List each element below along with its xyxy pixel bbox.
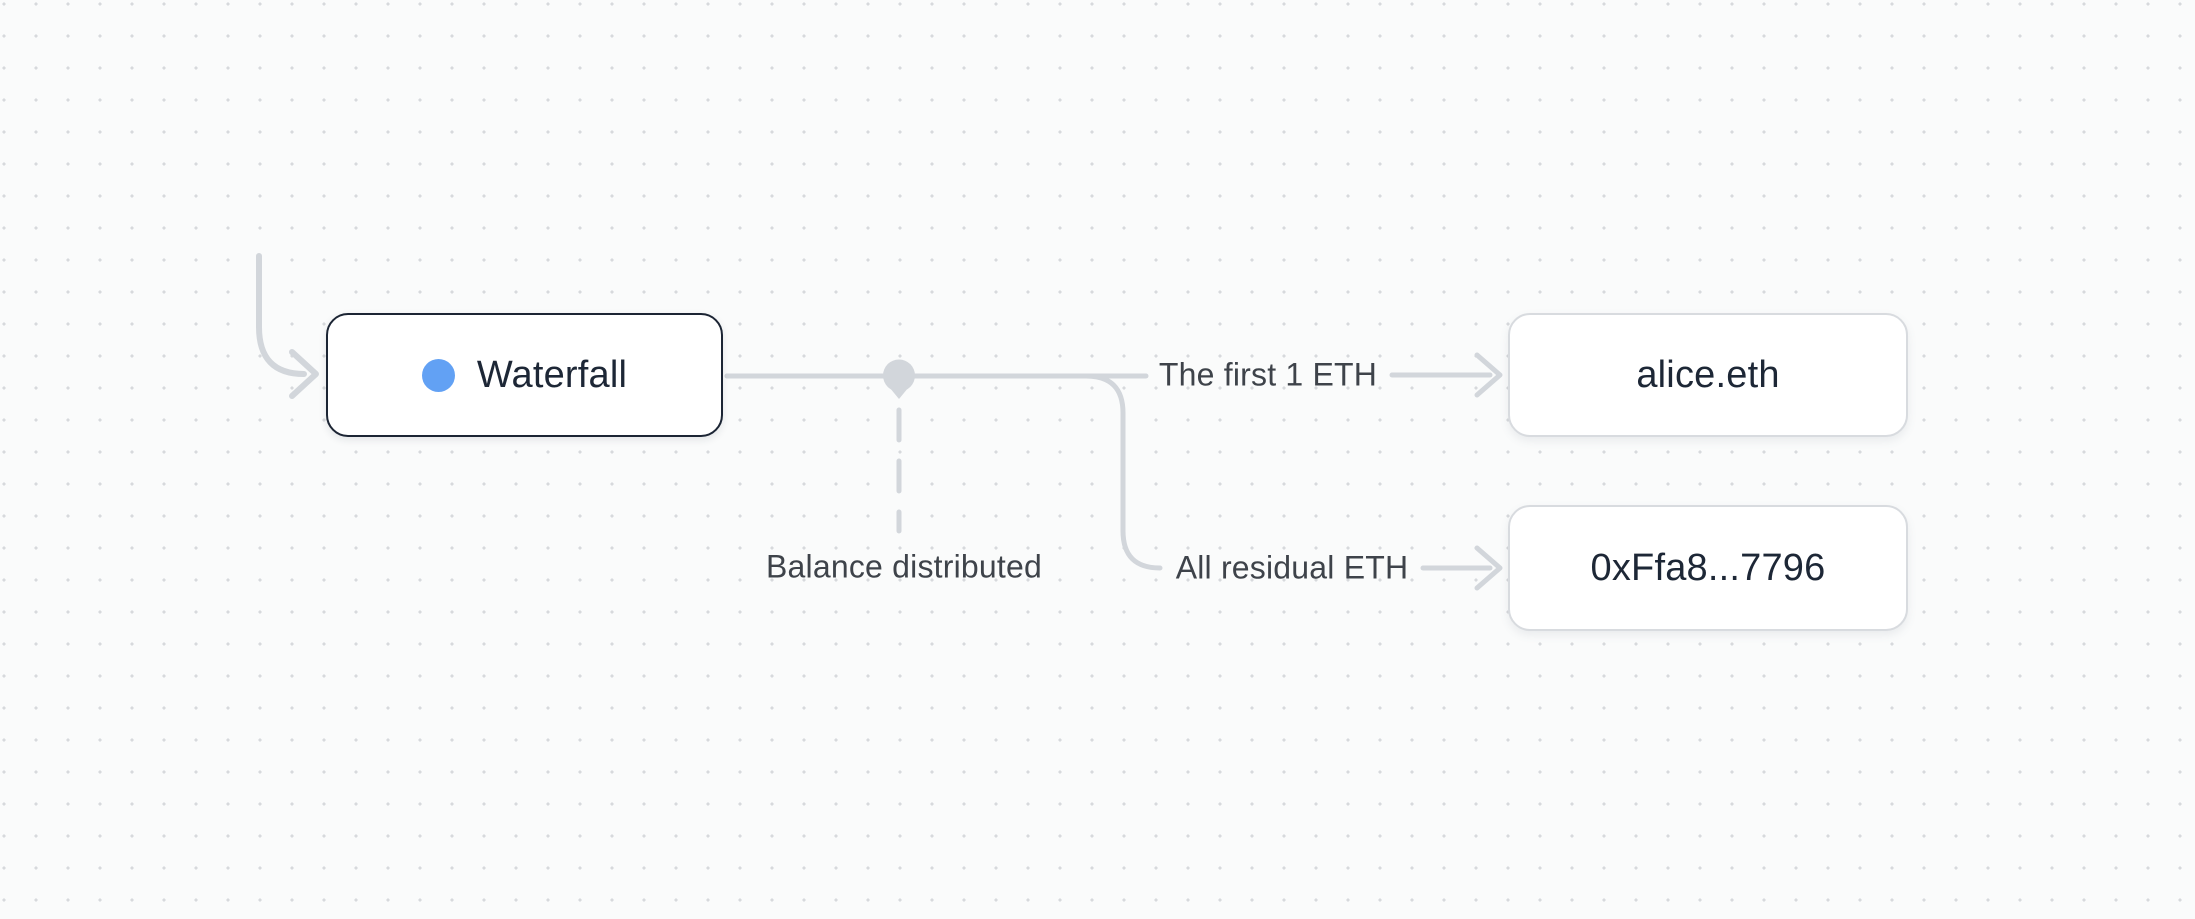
edge-bottom-line [727,376,1160,568]
incoming-edge-arrowhead-icon [292,352,316,396]
residual-address-node-label: 0xFfa8...7796 [1590,546,1826,589]
edge-label-residual-eth: All residual ETH [1175,549,1409,586]
alice-node-label: alice.eth [1636,353,1780,396]
edge-bottom-arrowhead-icon [1477,548,1500,588]
blue-dot-icon [421,358,455,392]
junction-droplet-icon [883,359,915,399]
edge-label-first-eth: The first 1 ETH [1158,356,1378,393]
alice-node[interactable]: alice.eth [1508,313,1908,437]
waterfall-node-label: Waterfall [476,353,628,396]
incoming-edge-line [259,256,304,374]
residual-address-node[interactable]: 0xFfa8...7796 [1508,505,1908,631]
junction-label: Balance distributed [766,548,1042,585]
edge-top-arrowhead-icon [1477,355,1500,395]
waterfall-node[interactable]: Waterfall [326,313,723,437]
